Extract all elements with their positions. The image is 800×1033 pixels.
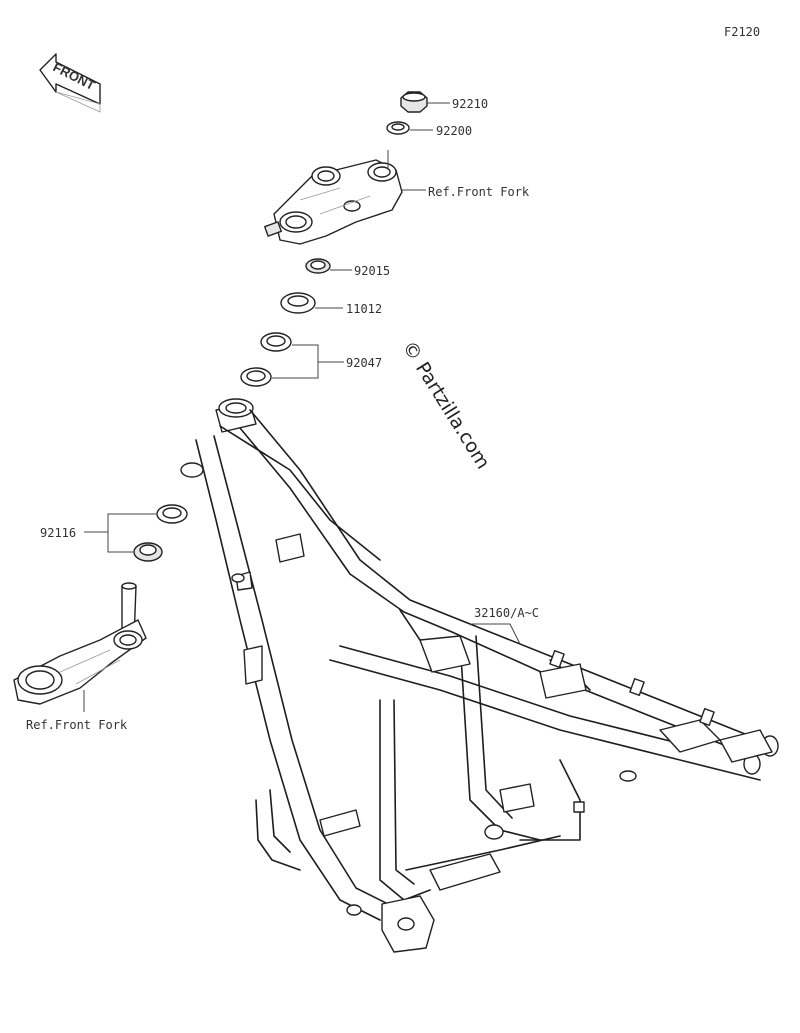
callout-ref-front-fork-lower: Ref.Front Fork [26,718,128,732]
watermark: © Partzilla.com [398,337,494,473]
washer-92200 [386,121,410,135]
callout-ref-front-fork-upper: Ref.Front Fork [428,185,530,199]
bearing-92047-upper [260,332,292,352]
callout-11012: 11012 [346,302,382,316]
seal-92015 [305,258,331,274]
cap-11012 [280,292,316,314]
frame-32160 [180,398,779,953]
front-direction-icon: FRONT [39,53,101,113]
bearing-92116-cone [133,542,163,562]
callout-92210: 92210 [452,97,488,111]
bearing-92116-race [156,504,188,524]
figure-code: F2120 [724,25,760,39]
upper-triple-clamp [264,159,403,245]
stem-nut-92210 [400,91,428,113]
callout-92200: 92200 [436,124,472,138]
stem-lower-triple-clamp [13,582,147,705]
callout-32160: 32160/A~C [474,606,539,620]
callout-92015: 92015 [354,264,390,278]
callout-92116: 92116 [40,526,76,540]
callout-92047: 92047 [346,356,382,370]
bearing-92047-lower [240,367,272,387]
